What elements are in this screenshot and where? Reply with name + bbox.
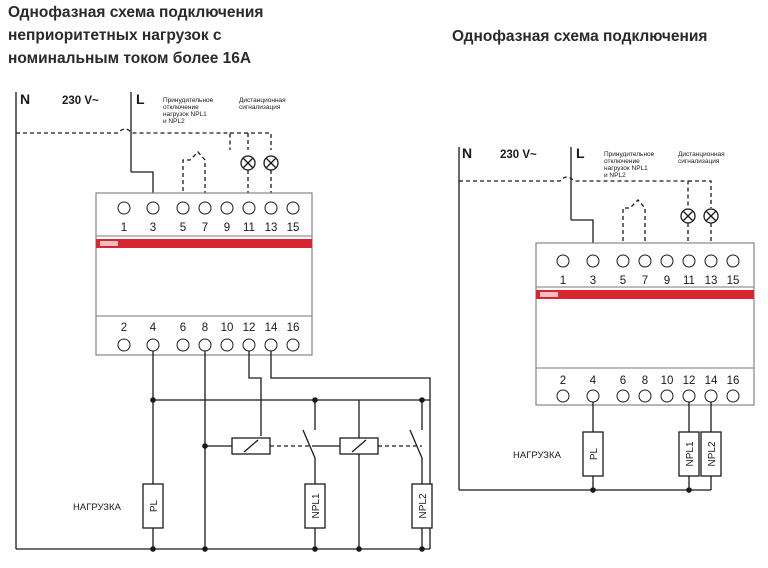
svg-text:10: 10 <box>661 375 674 387</box>
left-npl2-text: NPL2 <box>418 493 429 518</box>
left-contactor-2 <box>315 400 423 549</box>
right-l-label: L <box>576 145 585 161</box>
svg-text:отключение: отключение <box>604 158 640 165</box>
right-voltage-label: 230 V~ <box>500 149 537 161</box>
left-device-logo <box>100 241 118 246</box>
left-top-terminal-numbers: 1 3 5 7 9 11 13 15 <box>121 222 300 234</box>
right-top-terminal-numbers: 1 3 5 7 9 11 13 15 <box>560 275 740 287</box>
left-load-label: НАГРУЗКА <box>73 502 122 513</box>
svg-text:13: 13 <box>705 275 718 287</box>
svg-text:13: 13 <box>265 222 278 234</box>
left-junction-dots <box>150 397 425 552</box>
right-device-red-stripe <box>536 290 754 299</box>
svg-text:16: 16 <box>287 322 300 334</box>
svg-text:16: 16 <box>727 375 740 387</box>
svg-text:1: 1 <box>560 275 566 287</box>
svg-text:нагрузок NPL1: нагрузок NPL1 <box>604 165 648 172</box>
left-title-line-1: Однофазная схема подключения <box>8 4 264 21</box>
svg-text:Дистанционная: Дистанционная <box>678 151 725 158</box>
left-wire-12 <box>248 351 262 436</box>
left-top-screws <box>117 201 300 215</box>
svg-text:3: 3 <box>590 275 596 287</box>
right-junction-dots <box>590 487 692 493</box>
left-dashed-forced-link <box>182 151 206 205</box>
svg-text:9: 9 <box>224 222 230 234</box>
right-bottom-terminal-numbers: 2 4 6 8 10 12 14 16 <box>560 375 740 387</box>
svg-text:11: 11 <box>243 222 255 234</box>
right-diagram-title: Однофазная схема подключения <box>452 28 708 45</box>
svg-text:3: 3 <box>150 222 156 234</box>
left-bottom-terminal-numbers: 2 4 6 8 10 12 14 16 <box>121 322 300 334</box>
svg-text:Принудительное: Принудительное <box>163 97 214 104</box>
left-title-line-2: неприоритетных нагрузок с <box>8 27 222 44</box>
left-title-line-3: номинальным током более 16А <box>8 50 252 67</box>
svg-text:4: 4 <box>590 375 597 387</box>
right-top-screws <box>556 254 740 268</box>
right-signal-lamp-2 <box>703 208 719 255</box>
left-diagram <box>15 92 433 552</box>
right-dashed-forced-link <box>622 199 646 255</box>
svg-text:9: 9 <box>664 275 670 287</box>
left-device-red-stripe <box>96 239 312 248</box>
svg-text:отключение: отключение <box>163 104 199 111</box>
svg-text:14: 14 <box>265 322 278 334</box>
svg-text:12: 12 <box>243 322 256 334</box>
right-device-logo <box>540 292 558 297</box>
svg-text:Принудительное: Принудительное <box>604 151 655 158</box>
svg-text:8: 8 <box>642 375 648 387</box>
svg-text:12: 12 <box>683 375 696 387</box>
svg-text:нагрузок NPL1: нагрузок NPL1 <box>163 111 207 118</box>
right-note-forced: Принудительное отключение нагрузок NPL1 … <box>604 151 655 179</box>
left-relay-device <box>95 192 313 356</box>
svg-text:11: 11 <box>683 275 695 287</box>
svg-text:Дистанционная: Дистанционная <box>239 97 286 104</box>
left-l-label: L <box>136 91 145 107</box>
left-contactor-1 <box>205 400 316 484</box>
svg-text:4: 4 <box>150 322 157 334</box>
left-dashed-control-line <box>16 128 272 150</box>
svg-text:и NPL2: и NPL2 <box>163 118 185 125</box>
left-pl-text: PL <box>149 499 160 512</box>
svg-text:14: 14 <box>705 375 718 387</box>
svg-text:10: 10 <box>221 322 234 334</box>
right-npl2-text: NPL2 <box>707 441 718 466</box>
svg-text:7: 7 <box>642 275 648 287</box>
svg-text:5: 5 <box>620 275 626 287</box>
right-pl-text: PL <box>589 447 600 460</box>
svg-text:8: 8 <box>202 322 208 334</box>
svg-text:6: 6 <box>620 375 626 387</box>
left-voltage-label: 230 V~ <box>62 95 99 107</box>
right-relay-device <box>535 242 755 406</box>
left-npl1-text: NPL1 <box>311 493 322 518</box>
svg-text:2: 2 <box>560 375 566 387</box>
right-diagram <box>458 147 755 493</box>
svg-text:15: 15 <box>287 222 300 234</box>
svg-text:6: 6 <box>180 322 186 334</box>
right-dashed-control-line <box>459 176 712 208</box>
left-n-label: N <box>20 91 30 107</box>
right-bottom-screws <box>556 389 740 403</box>
right-n-label: N <box>462 145 472 161</box>
right-npl1-text: NPL1 <box>685 441 696 466</box>
left-note-forced: Принудительное отключение нагрузок NPL1 … <box>163 97 214 125</box>
right-note-remote: Дистанционная сигнализация <box>678 151 725 165</box>
svg-text:7: 7 <box>202 222 208 234</box>
svg-text:2: 2 <box>121 322 127 334</box>
left-note-remote: Дистанционная сигнализация <box>239 97 286 111</box>
svg-text:сигнализация: сигнализация <box>678 158 720 165</box>
svg-text:и NPL2: и NPL2 <box>604 172 626 179</box>
left-diagram-title: Однофазная схема подключения неприоритет… <box>8 1 308 70</box>
right-load-label: НАГРУЗКА <box>513 450 562 461</box>
right-signal-lamp-1 <box>680 208 696 255</box>
left-wire-14 <box>270 351 431 549</box>
svg-text:1: 1 <box>121 222 127 234</box>
svg-text:сигнализация: сигнализация <box>239 104 281 111</box>
svg-text:15: 15 <box>727 275 740 287</box>
svg-text:5: 5 <box>180 222 186 234</box>
